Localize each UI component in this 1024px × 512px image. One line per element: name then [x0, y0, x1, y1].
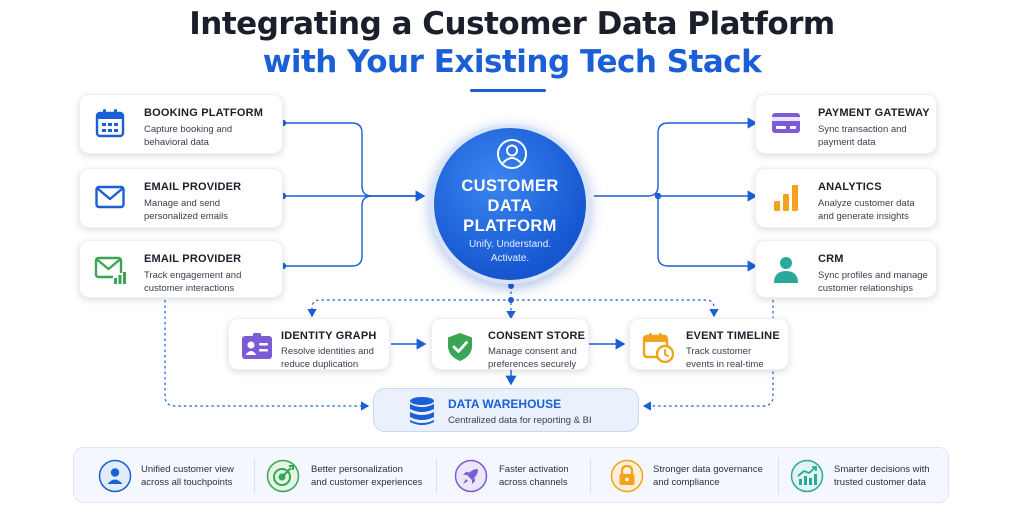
data-warehouse-card[interactable]: DATA WAREHOUSE Centralized data for repo… — [373, 388, 639, 432]
lock-icon — [610, 459, 644, 493]
connector-destinations-to-warehouse — [642, 300, 774, 411]
person-icon — [774, 257, 798, 283]
title-underline — [470, 89, 546, 92]
warehouse-title: DATA WAREHOUSE — [448, 397, 562, 411]
card-title: CRM — [818, 253, 844, 265]
divider — [590, 458, 591, 494]
connector-hub-to-identity — [307, 299, 511, 318]
calendar-icon — [95, 109, 125, 138]
hub-tagline: Unify. Understand.Activate. — [468, 239, 552, 264]
card-title: EMAIL PROVIDER — [144, 253, 242, 265]
connector-email2-to-hub — [283, 195, 373, 267]
divider — [254, 458, 255, 494]
connector-sources-to-warehouse — [164, 300, 370, 411]
calendar-clock-icon — [642, 333, 674, 363]
credit-card-icon — [772, 113, 800, 133]
email-chart-icon — [94, 256, 126, 284]
shield-check-icon — [448, 333, 472, 361]
target-icon — [266, 459, 300, 493]
card-title: ANALYTICS — [818, 181, 882, 193]
card-title: EVENT TIMELINE — [686, 330, 780, 342]
connector-hub-to-timeline — [511, 299, 719, 318]
rocket-icon — [454, 459, 488, 493]
divider — [436, 458, 437, 494]
connector-booking-to-hub — [283, 122, 426, 202]
connector-hub-to-crm — [657, 196, 758, 272]
envelope-icon — [95, 185, 125, 209]
bar-chart-icon — [774, 185, 798, 211]
user-circle-icon — [98, 459, 132, 493]
card-title: IDENTITY GRAPH — [281, 330, 377, 342]
connector-hub-to-payment — [594, 117, 758, 197]
card-title: CONSENT STORE — [488, 330, 586, 342]
database-icon — [410, 397, 434, 425]
warehouse-description: Centralized data for reporting & BI — [448, 415, 592, 426]
page-subtitle: with Your Existing Tech Stack — [262, 44, 762, 80]
page-title: Integrating a Customer Data Platform — [189, 6, 835, 42]
divider — [778, 458, 779, 494]
card-title: EMAIL PROVIDER — [144, 181, 242, 193]
trend-chart-icon — [790, 459, 824, 493]
card-title: BOOKING PLATFORM — [144, 107, 264, 119]
user-icon — [497, 139, 527, 169]
id-card-icon — [242, 333, 272, 359]
card-title: PAYMENT GATEWAY — [818, 107, 930, 119]
